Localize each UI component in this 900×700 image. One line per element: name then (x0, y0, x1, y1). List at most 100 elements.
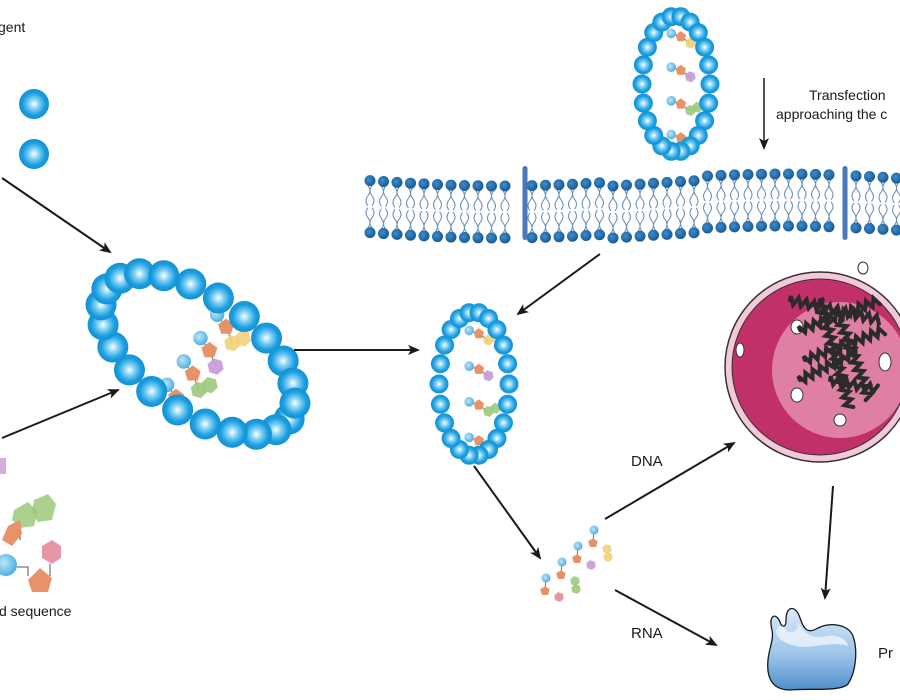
lipid-tail (554, 189, 564, 211)
chromatin (788, 293, 888, 409)
nucleotide-phosphate (557, 557, 567, 567)
lipid-tail (662, 209, 672, 230)
lipid-bead (189, 408, 221, 440)
chromatin-strand (796, 345, 858, 386)
nucleotide-sugar (184, 365, 201, 381)
nucleotide-sugar (473, 363, 485, 374)
lipid-head (769, 220, 781, 232)
lipid-head (621, 179, 632, 191)
nucleotide-base (0, 458, 6, 474)
lipid-head (715, 169, 727, 181)
lipid-head (661, 176, 673, 188)
lipid-head (756, 168, 767, 180)
lipid-head (391, 228, 403, 240)
lipid-tail (500, 190, 510, 212)
lipid-tail (433, 211, 442, 232)
lipid-bead (633, 55, 653, 75)
nucleotide-phosphate (573, 541, 583, 551)
lipid-head (432, 179, 443, 191)
reagent-bead (19, 139, 49, 169)
lipid-bead (699, 55, 719, 75)
lipid-bead (633, 93, 653, 113)
nucleotide-phosphate (193, 330, 208, 346)
nuclear-pore (790, 387, 804, 403)
nucleotide-phosphate (176, 354, 191, 369)
lipid-tail (622, 211, 631, 233)
lipid-bead (487, 320, 507, 340)
nucleotide-base (586, 560, 596, 570)
nucleotide-phosphate (666, 62, 676, 72)
cell-nucleus (724, 261, 900, 463)
lipid-bead (441, 428, 461, 448)
lipid-head (540, 231, 551, 243)
rna-label: RNA (631, 625, 663, 642)
lipid-head (567, 230, 578, 242)
lipid-tail (527, 212, 537, 233)
lipid-tail (649, 209, 658, 231)
lipid-tail (554, 211, 564, 233)
lipid-tail (608, 190, 618, 212)
transfection-reagent (19, 89, 49, 169)
lipid-head (553, 231, 565, 243)
nucleotide-phosphate (541, 573, 551, 583)
chromatin-strand (812, 296, 856, 409)
lipid-tail (541, 189, 550, 211)
lipid-head (702, 222, 713, 234)
lipid-head (405, 229, 416, 241)
lipid-tail (460, 212, 469, 233)
lipid-head (540, 179, 551, 191)
lipid-bead (136, 375, 168, 407)
nucleotide-phosphate (464, 397, 475, 407)
lipid-tail (716, 202, 726, 223)
lipid-tail (851, 202, 861, 224)
lipid-tail (770, 178, 780, 200)
nucleic-acid-sequence (0, 458, 61, 592)
cell-membrane (364, 166, 900, 244)
lipid-tail (541, 211, 550, 233)
lipid-head (459, 232, 470, 244)
expressed-protein (767, 607, 857, 691)
lipid-head (810, 168, 821, 180)
nucleotide-sugar (201, 342, 218, 358)
lipid-tail (446, 211, 456, 233)
lipid-head (796, 168, 808, 180)
lipid-head (675, 228, 686, 240)
nucleotide-base (201, 377, 218, 394)
lipid-head (445, 179, 457, 191)
lipid-bead (240, 418, 272, 450)
lipid-tail (608, 212, 618, 234)
lipid-tail (716, 180, 726, 201)
lipid-head (769, 168, 781, 180)
nucleotide-sugar (473, 399, 485, 410)
lipid-head (594, 177, 605, 189)
lipid-tail (581, 188, 591, 209)
chromatin-strand (801, 324, 888, 367)
lipid-tail (460, 190, 469, 211)
lipid-tail (527, 190, 537, 211)
nucleotide-sugar (588, 538, 598, 547)
nuclear-pore (857, 261, 869, 275)
lipid-head (472, 180, 484, 192)
lipid-tail (703, 180, 712, 202)
lipid-bead (637, 111, 657, 131)
lipid-head (459, 180, 470, 192)
lipid-head (391, 176, 403, 188)
lipid-tail (379, 208, 388, 229)
lipid-head (756, 220, 767, 232)
nucleotide-phosphate (666, 96, 676, 106)
lipid-tail (473, 190, 483, 212)
lipid-tail (662, 187, 672, 208)
lipid-tail (635, 188, 645, 210)
arrow-membrane-to-endosome (516, 253, 601, 316)
nucleotide-sugar (572, 554, 582, 563)
arrow-dna-to-nucleus (604, 441, 736, 520)
lipid-head (580, 178, 592, 190)
lipid-head (364, 227, 376, 239)
lipid-bead (279, 387, 311, 419)
nucleotide-base (32, 494, 56, 522)
reagent-label: gent (0, 19, 26, 35)
lipid-tail (446, 189, 456, 211)
lipid-bead (499, 374, 519, 394)
lipid-bead (493, 413, 513, 433)
